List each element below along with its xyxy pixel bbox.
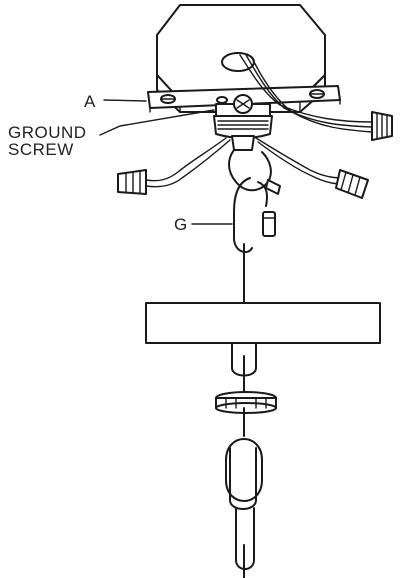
supply-wires [239, 54, 373, 133]
chain-link-3 [229, 447, 257, 578]
label-ground-line1: GROUND [8, 123, 87, 142]
label-a: A [84, 92, 96, 111]
s-hook [233, 177, 281, 254]
fixture-wires [145, 137, 343, 188]
lock-collar [215, 391, 277, 414]
canopy [145, 302, 381, 344]
wire-nut-left [117, 169, 147, 195]
label-ground-line2: SCREW [8, 140, 74, 159]
upper-loop [228, 149, 272, 192]
leader-lines [99, 99, 233, 225]
wire-nut-right [371, 111, 393, 141]
wire-nut-middle-right [335, 169, 369, 199]
chain-link-1 [231, 342, 257, 397]
threaded-hub [213, 94, 273, 151]
chain-link-2 [225, 407, 263, 502]
label-g: G [174, 215, 188, 234]
